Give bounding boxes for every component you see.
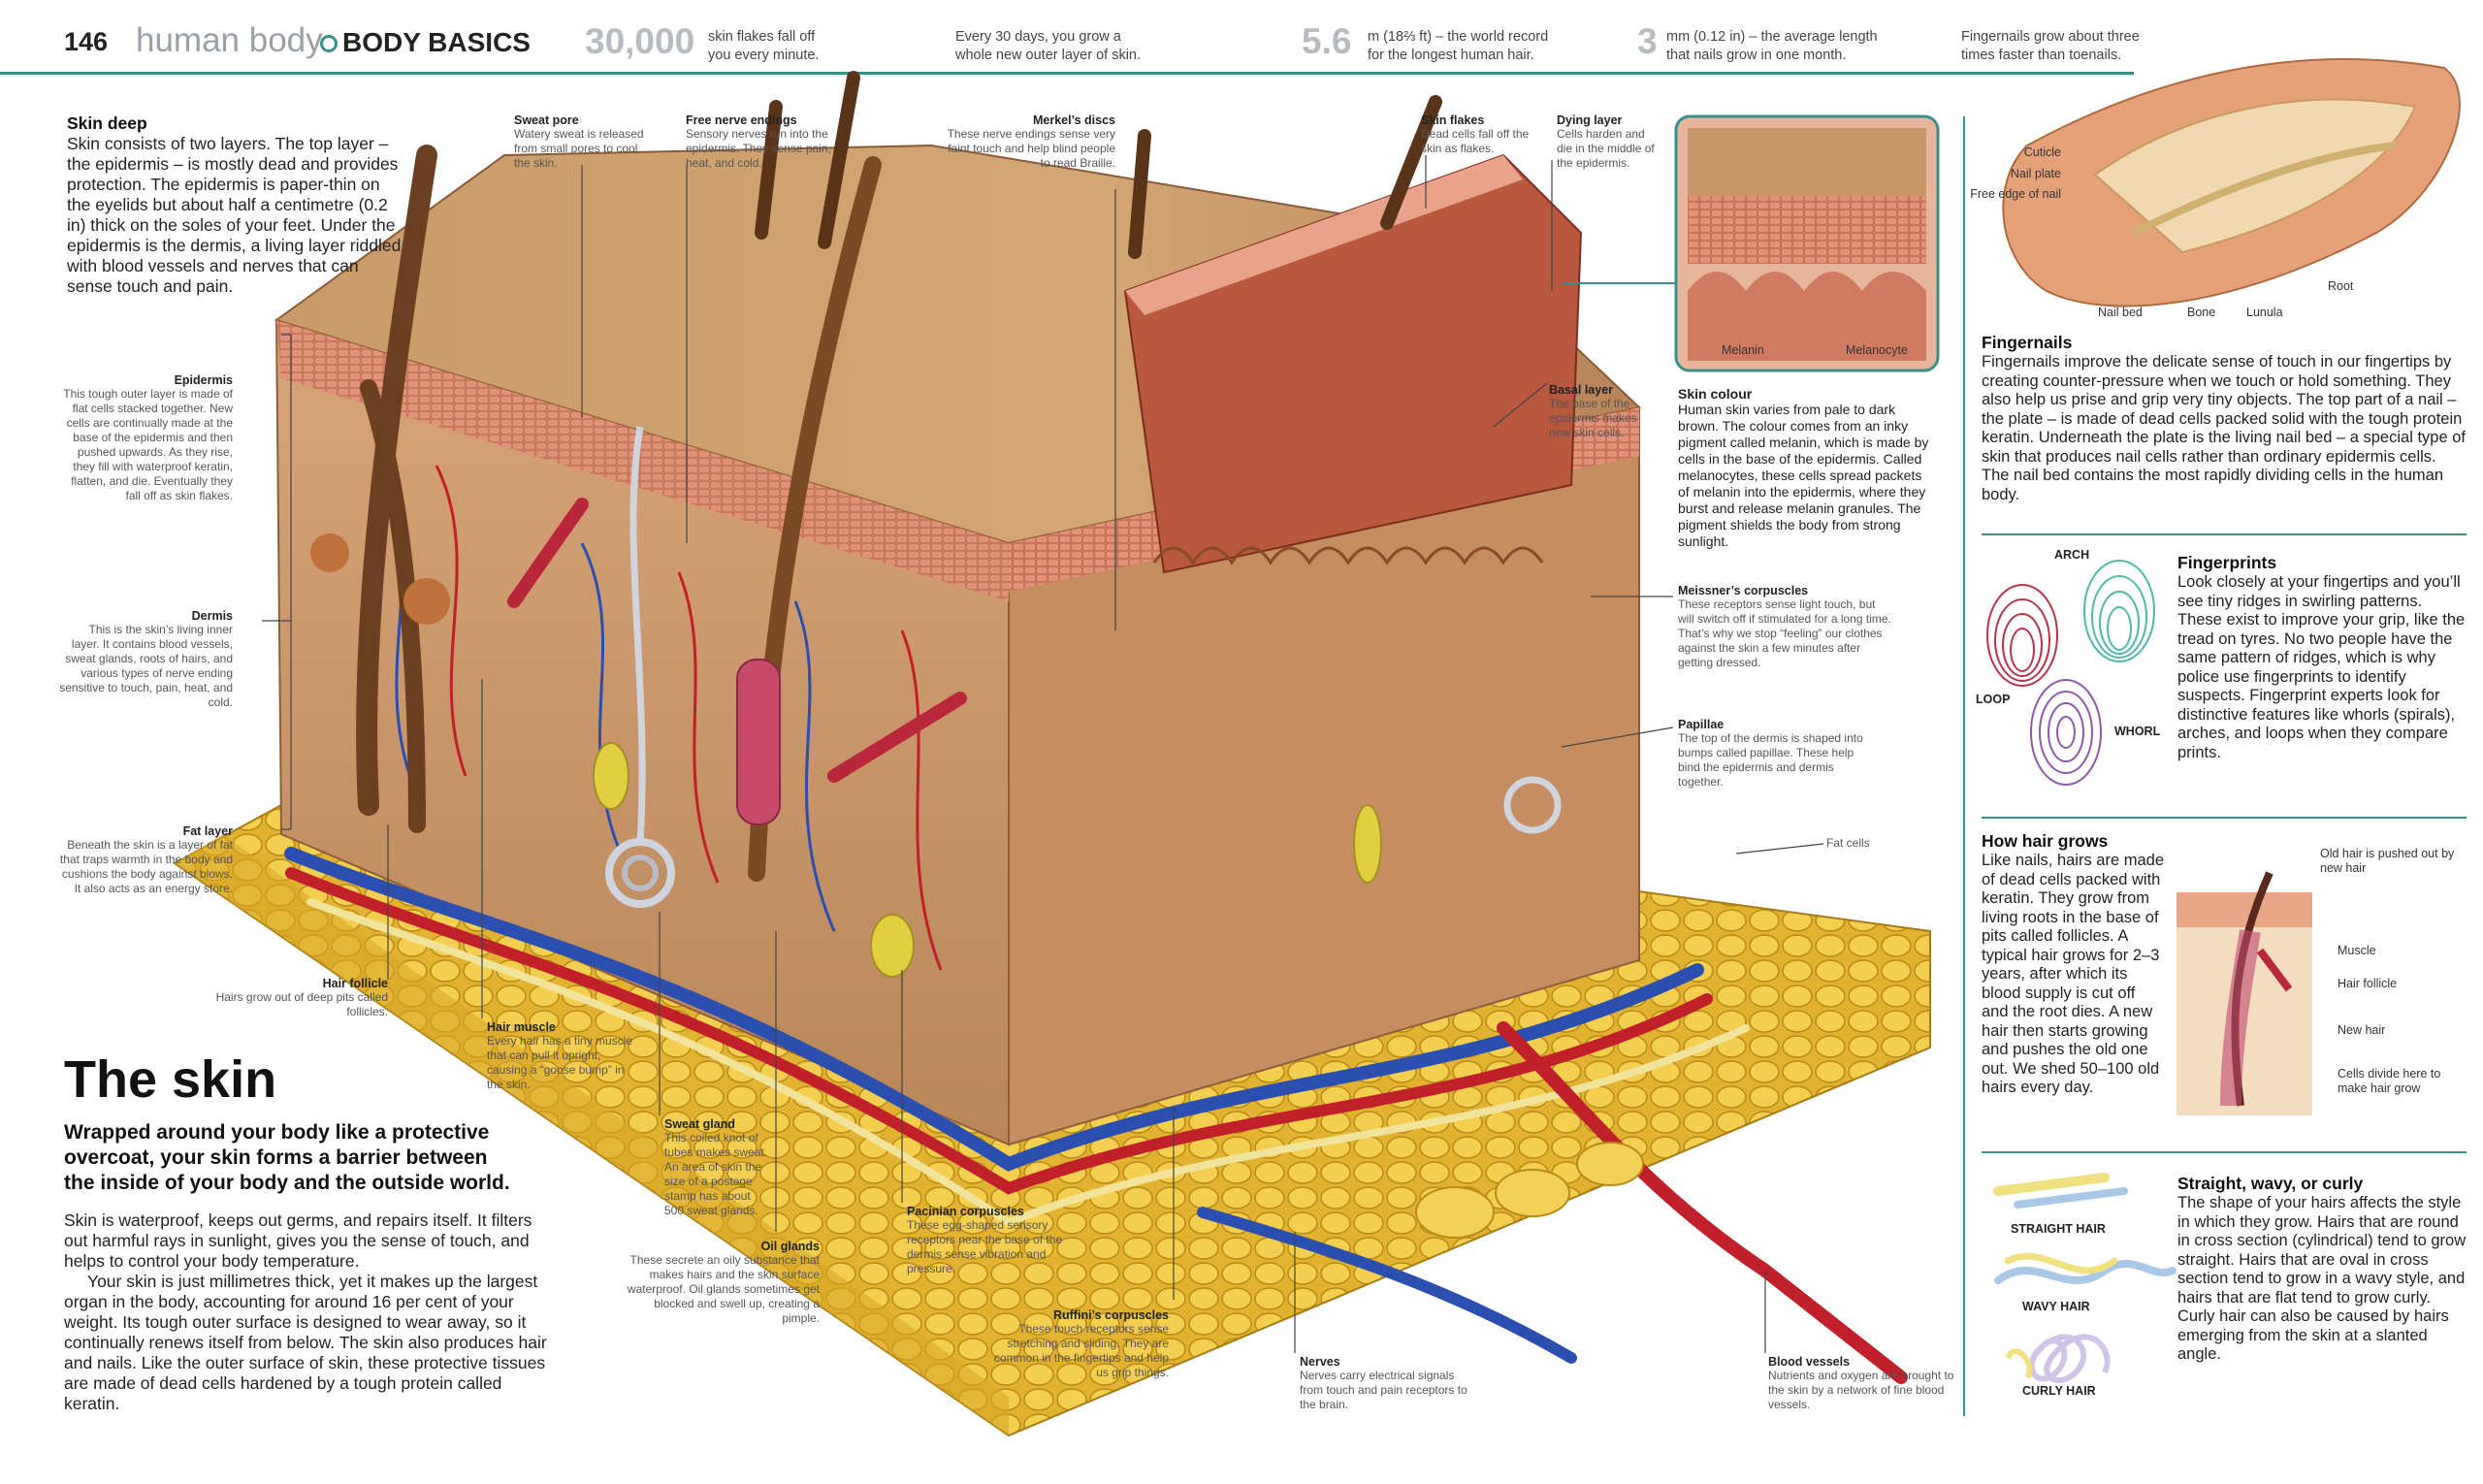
nail-label-lunula: Lunula — [2246, 306, 2283, 319]
label-dermis: Dermis This is the skin’s living inner l… — [59, 609, 233, 709]
fingernails-text: Fingernails improve the delicate sense o… — [1982, 353, 2466, 503]
section-title: human body — [136, 21, 323, 59]
fingerprints-heading: Fingerprints — [2177, 553, 2277, 572]
chapter-title: BODY BASICS — [342, 27, 531, 57]
sidebar-rule-2 — [1982, 817, 2467, 819]
label-fat-layer: Fat layer Beneath the skin is a layer of… — [59, 824, 233, 895]
label-meissners-corpuscles: Meissner’s corpuscles These receptors se… — [1678, 584, 1891, 669]
hair-label-cells-divide: Cells divide here to make hair grow — [2338, 1067, 2441, 1095]
nail-label-cuticle: Cuticle — [2023, 145, 2061, 159]
label-fat-cells: Fat cells — [1826, 836, 1870, 850]
label-blood-vessels: Blood vessels Nutrients and oxygen are b… — [1768, 1355, 1954, 1411]
sidebar-rule-3 — [1982, 1151, 2467, 1153]
hair-type-curly-label: CURLY HAIR — [2022, 1384, 2096, 1398]
label-nerves: Nerves Nerves carry electrical signals f… — [1300, 1355, 1467, 1411]
nail-label-root: Root — [2328, 279, 2354, 293]
header-rule — [0, 72, 2134, 75]
label-epidermis: Epidermis This tough outer layer is made… — [63, 373, 233, 502]
fingernails-panel: Fingernails Fingernails improve the deli… — [1982, 333, 2467, 504]
hair-grows-text: Like nails, hairs are made of dead cells… — [1982, 852, 2165, 1096]
hair-label-follicle: Hair follicle — [2338, 977, 2398, 990]
label-melanin: Melanin — [1722, 343, 1764, 357]
label-hair-follicle: Hair follicle Hairs grow out of deep pit… — [215, 977, 388, 1018]
label-melanocyte: Melanocyte — [1846, 343, 1908, 357]
skin-colour-heading: Skin colour — [1678, 386, 1753, 402]
hair-types-panel: Straight, wavy, or curly The shape of yo… — [2177, 1174, 2468, 1365]
fingerprint-label-loop: LOOP — [1976, 693, 2011, 706]
label-dying-layer: Dying layer Cells harden and die in the … — [1557, 113, 1655, 170]
hair-types-text: The shape of your hairs affects the styl… — [2177, 1194, 2467, 1363]
skin-deep-panel: Skin deep Skin consists of two layers. T… — [67, 113, 406, 297]
page-title: The skin — [64, 1050, 277, 1109]
skin-colour-text: Human skin varies from pale to dark brow… — [1678, 402, 1929, 549]
label-ruffinis-corpuscles: Ruffini’s corpuscles These touch recepto… — [993, 1308, 1169, 1379]
nail-label-plate: Nail plate — [2010, 167, 2061, 180]
body-paragraph-2: Your skin is just millimetres thick, yet… — [64, 1272, 547, 1413]
hair-grows-panel: How hair grows Like nails, hairs are mad… — [1982, 831, 2166, 1098]
hair-types-heading: Straight, wavy, or curly — [2177, 1174, 2364, 1193]
skin-deep-heading: Skin deep — [67, 113, 147, 133]
label-skin-flakes: Skin flakes Dead cells fall off the skin… — [1421, 113, 1530, 155]
nail-label-bed: Nail bed — [2098, 306, 2143, 319]
fingernails-heading: Fingernails — [1982, 333, 2073, 352]
label-sweat-gland: Sweat gland This coiled knot of tubes ma… — [664, 1117, 768, 1217]
label-sweat-pore: Sweat pore Watery sweat is released from… — [514, 113, 644, 170]
nail-label-bone: Bone — [2187, 306, 2216, 319]
lead-paragraph: Wrapped around your body like a protecti… — [64, 1121, 510, 1194]
hair-type-straight-label: STRAIGHT HAIR — [2011, 1222, 2106, 1236]
fingerprints-text: Look closely at your fingertips and you’… — [2177, 573, 2466, 761]
label-free-nerve-endings: Free nerve endings Sensory nerves run in… — [686, 113, 831, 170]
hair-label-muscle: Muscle — [2338, 944, 2376, 957]
skin-colour-panel: Skin colour Human skin varies from pale … — [1678, 386, 1930, 550]
fingerprint-label-arch: ARCH — [2054, 548, 2090, 562]
fingerprints-panel: Fingerprints Look closely at your finger… — [2177, 553, 2468, 762]
label-basal-layer: Basal layer The base of the epidermis ma… — [1549, 383, 1637, 439]
page-number: 146 — [64, 27, 109, 56]
hair-grows-heading: How hair grows — [1982, 831, 2109, 851]
label-pacinian-corpuscles: Pacinian corpuscles These egg-shaped sen… — [907, 1205, 1063, 1275]
hair-label-old-hair: Old hair is pushed out by new hair — [2320, 847, 2455, 875]
nail-label-free-edge: Free edge of nail — [1970, 187, 2061, 201]
sidebar-rule-1 — [1982, 533, 2467, 535]
hair-type-wavy-label: WAVY HAIR — [2022, 1300, 2090, 1313]
label-papillae: Papillae The top of the dermis is shaped… — [1678, 718, 1863, 789]
fingerprint-label-whorl: WHORL — [2114, 725, 2161, 738]
section-separator-dot — [320, 35, 338, 52]
label-oil-glands: Oil glands These secrete an oily substan… — [627, 1240, 820, 1325]
fact-4-number: 3 — [1637, 21, 1658, 61]
sidebar-divider — [1963, 116, 1965, 1416]
hair-label-new-hair: New hair — [2338, 1023, 2386, 1037]
label-hair-muscle: Hair muscle Every hair has a tiny muscle… — [487, 1020, 633, 1091]
label-merkels-discs: Merkel’s discs These nerve endings sense… — [947, 113, 1115, 170]
fact-1-number: 30,000 — [585, 21, 695, 61]
fact-3-number: 5.6 — [1302, 21, 1352, 61]
skin-deep-text: Skin consists of two layers. The top lay… — [67, 134, 402, 296]
body-paragraph-1: Skin is waterproof, keeps out germs, and… — [64, 1210, 532, 1271]
